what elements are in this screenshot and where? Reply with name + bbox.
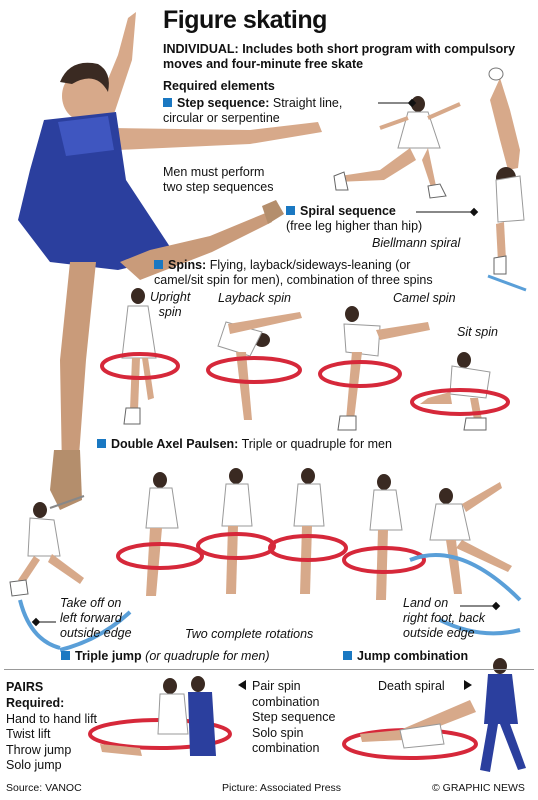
pairs-heading: PAIRS — [6, 680, 44, 694]
bullet-square-icon — [61, 651, 70, 660]
step-sequence-note: Men must perform two step sequences — [163, 165, 274, 195]
required-elements-heading: Required elements — [163, 79, 275, 93]
upright-spin-caption-2: spin — [158, 305, 182, 319]
leader-dots — [31, 98, 501, 627]
spiral-sequence-block: Spiral sequence (free leg higher than hi… — [286, 204, 422, 234]
triple-jump-label: Triple jump — [75, 649, 142, 663]
spins-block: Spins: Flying, layback/sideways-leaning … — [154, 258, 433, 288]
section-divider — [4, 669, 534, 670]
bullet-square-icon — [343, 651, 352, 660]
triple-jump-block: Triple jump (or quadruple for men) — [61, 649, 270, 664]
pair-spin-pointer — [238, 680, 246, 690]
landing-caption-3: outside edge — [403, 626, 475, 640]
sit-spin-caption: Sit spin — [457, 325, 498, 339]
takeoff-caption-1: Take off on — [60, 596, 122, 610]
list-item: Solo jump — [6, 758, 62, 772]
bullet-square-icon — [163, 98, 172, 107]
step-sequence-text-2: circular or serpentine — [163, 111, 280, 125]
source-credit: Source: VANOC — [6, 782, 82, 794]
biellmann-spiral-caption: Biellmann spiral — [372, 236, 461, 250]
individual-label: INDIVIDUAL: — [163, 42, 239, 56]
list-item: combination — [252, 694, 320, 709]
list-item: Solo spin — [252, 725, 304, 740]
list-item: combination — [252, 741, 320, 755]
pairs-right-list: Pair spin combination Step sequence Solo… — [252, 679, 335, 757]
step-sequence-figure — [333, 96, 461, 199]
bullet-square-icon — [286, 206, 295, 215]
upright-spin-caption-1: Upright — [150, 290, 191, 304]
step-note-line-1: Men must perform — [163, 165, 265, 179]
spins-text-1: Flying, layback/sideways-leaning (or — [209, 258, 411, 272]
upright-spin-caption: Upright spin — [150, 290, 190, 320]
spiral-sequence-label: Spiral sequence — [300, 204, 396, 218]
takeoff-caption-2: left forward — [60, 611, 122, 625]
bullet-square-icon — [154, 260, 163, 269]
jump-combination-block: Jump combination — [343, 649, 468, 664]
landing-caption-2: right foot, back — [403, 611, 485, 625]
landing-caption: Land on right foot, back outside edge — [403, 596, 485, 641]
spins-text-2: camel/sit spin for men), combination of … — [154, 273, 433, 287]
spiral-sequence-text: (free leg higher than hip) — [286, 219, 423, 233]
page-title: Figure skating — [163, 6, 327, 34]
camel-spin-caption: Camel spin — [393, 291, 456, 305]
leader-lines — [40, 102, 496, 623]
double-axel-label: Double Axel Paulsen: — [111, 437, 239, 451]
individual-text: Includes both short program with compuls… — [163, 42, 516, 71]
takeoff-caption-3: outside edge — [60, 626, 132, 640]
pairs-required-list: Required: Hand to hand lift Twist lift T… — [6, 696, 97, 774]
death-spiral-caption: Death spiral — [378, 679, 445, 693]
graphic-credit: © GRAPHIC NEWS — [432, 782, 525, 794]
picture-credit: Picture: Associated Press — [222, 782, 342, 794]
biellmann-spiral-figure — [487, 67, 527, 292]
pairs-figures — [88, 658, 526, 772]
double-axel-block: Double Axel Paulsen: Triple or quadruple… — [97, 437, 392, 452]
list-item: Twist lift — [6, 727, 51, 741]
jump-combination-label: Jump combination — [357, 649, 469, 663]
triple-jump-text: (or quadruple for men) — [145, 649, 270, 663]
step-sequence-label: Step sequence: — [177, 96, 270, 110]
spins-label: Spins: — [168, 258, 207, 272]
list-item: Hand to hand lift — [6, 711, 98, 726]
landing-caption-1: Land on — [403, 596, 449, 610]
step-note-line-2: two step sequences — [163, 180, 274, 194]
pairs-required-label: Required: — [6, 696, 65, 710]
death-spiral-pointer — [464, 680, 472, 690]
list-item: Pair spin — [252, 679, 301, 693]
individual-intro: INDIVIDUAL: Includes both short program … — [163, 42, 533, 72]
list-item: Step sequence — [252, 710, 336, 724]
double-axel-text: Triple or quadruple for men — [241, 437, 392, 451]
spin-figures — [100, 288, 510, 431]
step-sequence-block: Step sequence: Straight line, circular o… — [163, 96, 342, 126]
step-sequence-text-1: Straight line, — [272, 96, 343, 110]
list-item: Throw jump — [6, 742, 72, 757]
rotations-caption: Two complete rotations — [185, 627, 314, 641]
bullet-square-icon — [97, 439, 106, 448]
takeoff-caption: Take off on left forward outside edge — [60, 596, 132, 641]
layback-spin-caption: Layback spin — [218, 291, 291, 305]
jump-sequence-figures — [9, 468, 522, 652]
